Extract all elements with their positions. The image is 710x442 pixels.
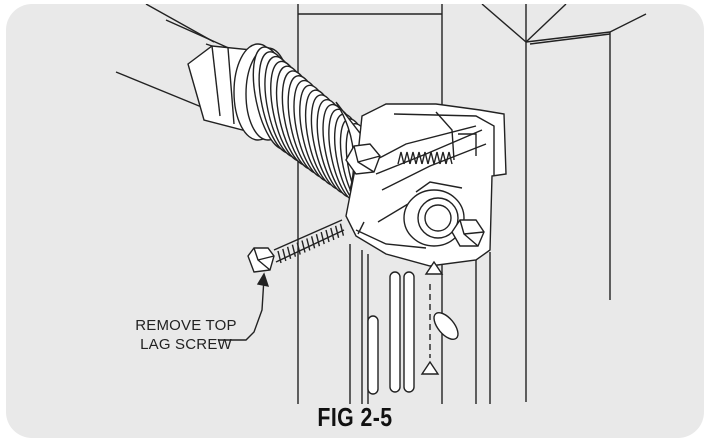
screw-thread <box>277 250 282 264</box>
screw-thread <box>334 225 340 238</box>
gear-tooth <box>427 151 435 165</box>
callout-line-2: LAG SCREW <box>140 336 232 353</box>
screw-thread <box>301 240 306 253</box>
gear-tooth <box>415 151 423 165</box>
drive-sleeve <box>403 181 465 247</box>
screw-thread <box>325 229 330 243</box>
gear-tooth <box>409 151 417 165</box>
figure-panel: REMOVE TOP LAG SCREW FIG 2-5 <box>6 4 704 438</box>
screw-thread <box>296 242 301 255</box>
screw-thread <box>330 227 335 241</box>
gear-tooth <box>397 151 405 165</box>
screw-thread <box>320 231 325 245</box>
screw-thread <box>339 223 345 236</box>
gear-tooth <box>433 151 441 165</box>
bracket-teeth <box>397 151 453 165</box>
callout-line-1: REMOVE TOP <box>135 317 237 334</box>
figure-caption: FIG 2-5 <box>317 402 393 432</box>
wall-lines <box>297 4 647 404</box>
screw-thread <box>286 246 292 259</box>
mounting-plate <box>349 244 491 404</box>
screw-thread <box>291 244 297 257</box>
bracket-arrows <box>420 260 444 375</box>
callout-text: REMOVE TOP LAG SCREW <box>106 316 266 354</box>
callout-leader <box>218 272 270 341</box>
gear-tooth <box>421 151 429 165</box>
bracket-bolt-lower <box>451 219 485 247</box>
gear-tooth <box>439 151 447 165</box>
bracket-bolt-upper <box>345 143 381 175</box>
lag-screw <box>247 219 345 273</box>
gear-tooth <box>403 151 411 165</box>
screw-thread <box>306 238 311 251</box>
spring-bracket-illustration <box>115 4 647 404</box>
gear-tooth <box>445 151 453 165</box>
screw-thread <box>282 248 287 262</box>
screw-thread <box>315 234 321 247</box>
screw-thread <box>310 236 316 249</box>
